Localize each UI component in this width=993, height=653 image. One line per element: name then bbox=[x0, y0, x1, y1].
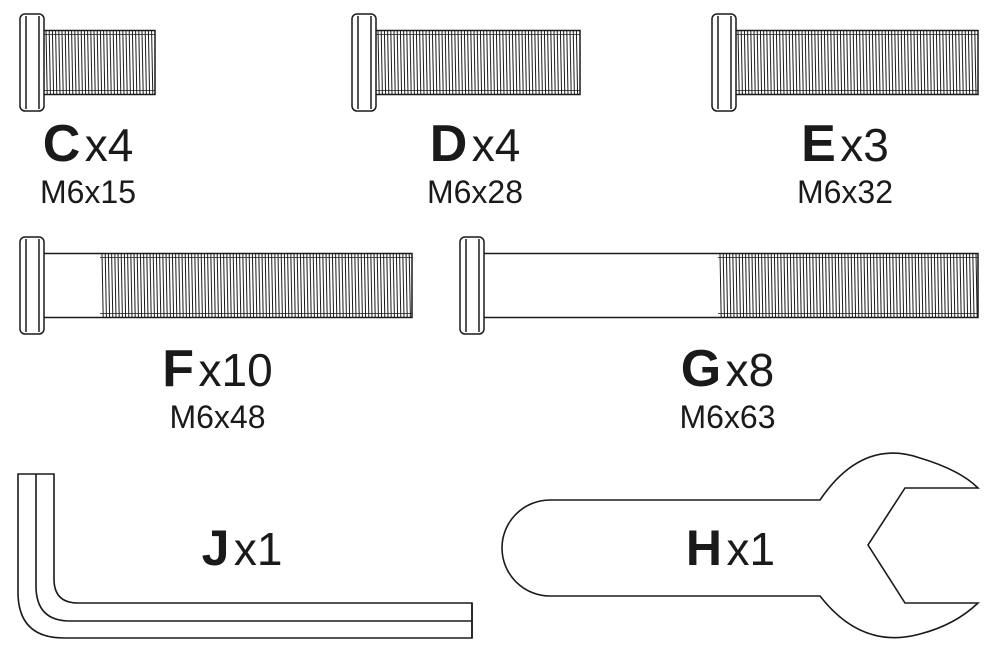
part-d-label: D x4 M6x28 bbox=[405, 118, 545, 208]
tool-h-label: H x1 bbox=[668, 523, 793, 573]
allen-key-icon bbox=[17, 473, 473, 639]
tool-quantity: x1 bbox=[233, 523, 283, 575]
part-letter: C bbox=[42, 115, 81, 173]
part-quantity: x4 bbox=[471, 119, 521, 171]
bolt-e-icon bbox=[711, 13, 979, 112]
part-size: M6x48 bbox=[169, 399, 266, 435]
part-letter: F bbox=[162, 340, 195, 398]
part-letter: D bbox=[429, 115, 468, 173]
bolt-f-icon bbox=[19, 236, 413, 335]
part-quantity: x8 bbox=[725, 344, 775, 396]
part-g-label: G x8 M6x63 bbox=[655, 343, 800, 433]
part-quantity: x3 bbox=[840, 119, 889, 171]
part-letter: G bbox=[680, 340, 722, 398]
part-quantity: x4 bbox=[84, 119, 134, 171]
part-size: M6x15 bbox=[39, 174, 137, 210]
part-size: M6x28 bbox=[426, 174, 524, 210]
tool-letter: J bbox=[201, 520, 230, 576]
part-letter: E bbox=[801, 115, 836, 173]
wrench-icon bbox=[501, 452, 980, 639]
bolt-c-icon bbox=[19, 13, 156, 112]
part-f-label: F x10 M6x48 bbox=[135, 343, 300, 433]
bolt-g-icon bbox=[459, 236, 979, 335]
part-size: M6x63 bbox=[679, 399, 776, 435]
bolt-d-icon bbox=[351, 13, 581, 112]
tool-quantity: x1 bbox=[726, 523, 776, 575]
part-quantity: x10 bbox=[198, 344, 273, 396]
bolt-drawings bbox=[19, 13, 979, 335]
part-c-label: C x4 M6x15 bbox=[18, 118, 158, 208]
tool-letter: H bbox=[685, 520, 723, 576]
part-size: M6x32 bbox=[796, 174, 894, 210]
part-e-label: E x3 M6x32 bbox=[775, 118, 915, 208]
tool-j-label: J x1 bbox=[182, 523, 302, 573]
